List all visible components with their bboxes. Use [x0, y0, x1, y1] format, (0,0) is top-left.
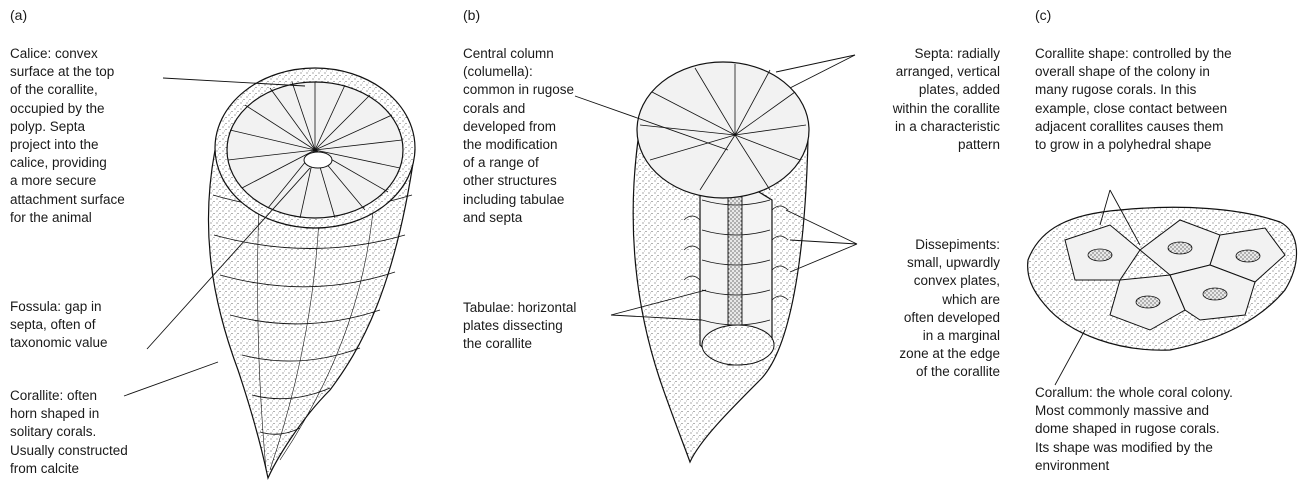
basal-tabula [702, 325, 774, 365]
corallum-leader-line [1055, 330, 1085, 385]
fossula [304, 152, 332, 168]
septa-leader-line-1 [776, 55, 855, 72]
cutaway-coral-illustration [633, 62, 809, 462]
horn-coral-illustration [208, 68, 415, 478]
colony-illustration [1028, 207, 1297, 350]
septa-leader-line-2 [790, 55, 855, 88]
corallite-leader-line [124, 362, 218, 396]
cutaway-calice [637, 62, 809, 198]
